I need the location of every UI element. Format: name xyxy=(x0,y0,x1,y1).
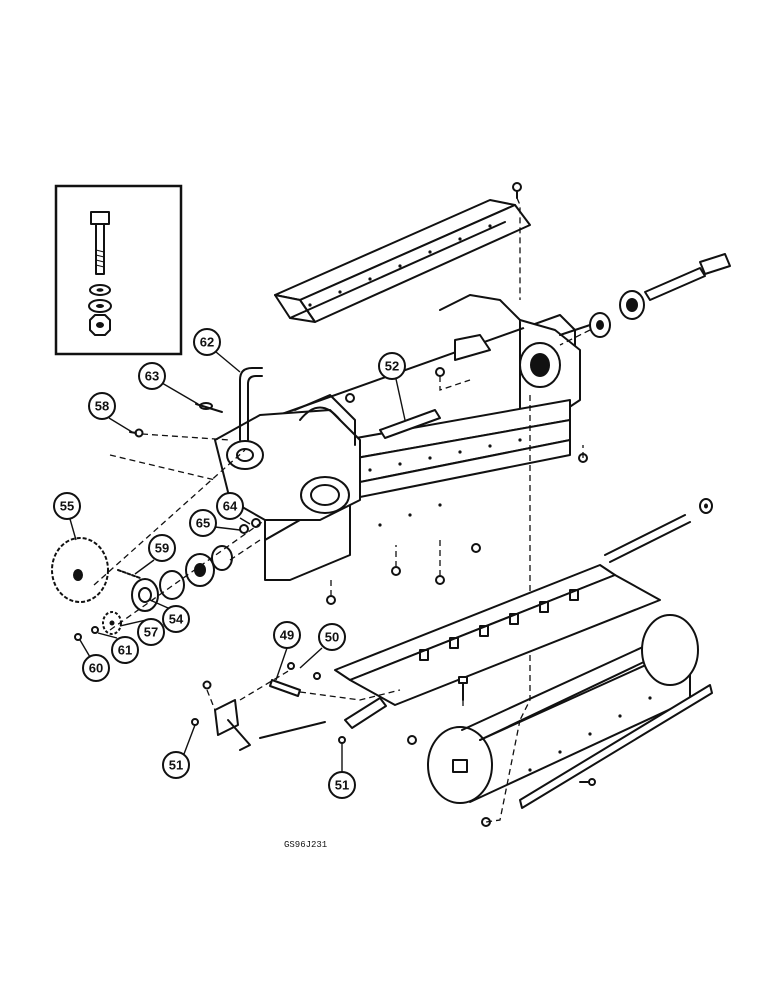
roller-drum xyxy=(427,614,713,809)
chain-pin xyxy=(117,569,141,579)
callout-63: 63 xyxy=(138,362,199,405)
lever-arm xyxy=(338,697,387,744)
callout-label: 51 xyxy=(335,778,349,793)
callout-label: 50 xyxy=(325,630,339,645)
cotter-pin xyxy=(195,402,223,413)
linkage-bracket xyxy=(269,662,321,697)
callout-label: 57 xyxy=(144,625,158,640)
callout-65: 65 xyxy=(189,509,241,537)
washer-icon xyxy=(251,518,261,528)
screw-icon xyxy=(512,182,522,199)
callout-50: 50 xyxy=(299,623,346,669)
washer-icon xyxy=(239,524,249,534)
screw-icon xyxy=(579,778,596,786)
callout-52: 52 xyxy=(378,352,406,421)
hub-bearing-assembly xyxy=(131,545,233,612)
callout-64: 64 xyxy=(216,492,251,525)
hardware-inset xyxy=(54,184,183,356)
pin-rod xyxy=(259,721,326,739)
callout-label: 58 xyxy=(95,399,109,414)
callout-label: 59 xyxy=(155,541,169,556)
callout-49: 49 xyxy=(273,621,301,681)
washer-icon xyxy=(699,498,713,514)
bolt-icon xyxy=(458,676,468,701)
bent-rod xyxy=(239,367,263,441)
callout-60: 60 xyxy=(79,639,110,682)
callout-label: 55 xyxy=(60,499,74,514)
callout-62: 62 xyxy=(193,328,241,373)
hex-nut-icon xyxy=(89,314,111,336)
main-frame-housing xyxy=(214,294,581,581)
upper-channel-shield xyxy=(274,199,531,323)
callout-59: 59 xyxy=(134,534,176,575)
drive-shaft-assembly xyxy=(559,253,731,338)
callout-61: 61 xyxy=(97,632,139,664)
callout-label: 65 xyxy=(196,516,210,531)
callout-55: 55 xyxy=(53,492,81,541)
lock-washer-icon xyxy=(89,284,111,296)
drive-sprocket xyxy=(51,537,109,603)
long-rod xyxy=(604,514,691,563)
callout-label: 51 xyxy=(169,758,183,773)
small-sprocket xyxy=(102,611,122,635)
lever-bracket xyxy=(191,680,251,751)
callout-51: 51 xyxy=(162,724,196,779)
figure-code: GS96J231 xyxy=(284,840,327,850)
callout-label: 63 xyxy=(145,369,159,384)
callout-label: 61 xyxy=(118,643,132,658)
callout-57: 57 xyxy=(119,618,165,646)
bolt-icon xyxy=(129,428,144,438)
lower-rack-plate xyxy=(334,564,661,706)
callout-51: 51 xyxy=(328,743,356,799)
callout-label: 49 xyxy=(280,628,294,643)
flat-washer-icon xyxy=(88,299,112,313)
callout-58: 58 xyxy=(88,392,133,433)
slide-bar xyxy=(379,409,441,439)
callout-label: 60 xyxy=(89,661,103,676)
callout-label: 54 xyxy=(169,612,184,627)
callout-label: 64 xyxy=(223,499,238,514)
bolt-icon xyxy=(90,211,110,275)
callout-54: 54 xyxy=(149,599,190,633)
callout-label: 62 xyxy=(200,335,214,350)
callout-label: 52 xyxy=(385,359,399,374)
